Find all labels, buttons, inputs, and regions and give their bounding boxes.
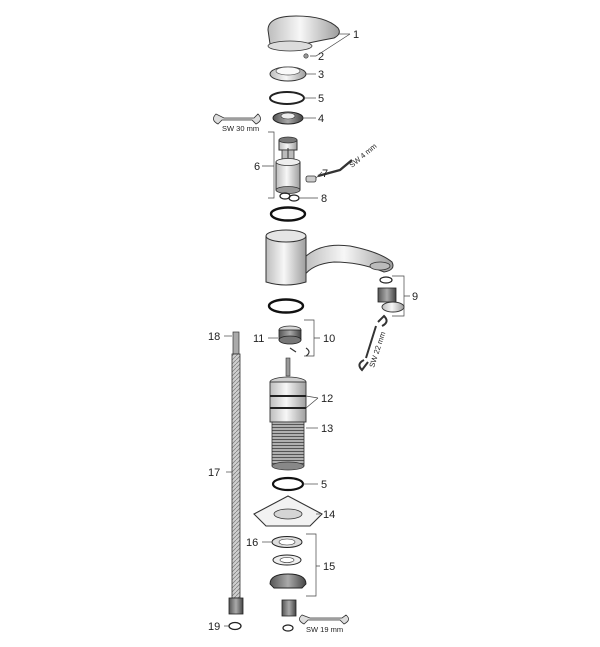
callout-13: 13 — [321, 423, 333, 435]
cartridge-nut — [272, 111, 304, 125]
callout-6: 6 — [254, 161, 260, 173]
callout-1: 1 — [353, 29, 359, 41]
callout-7: 7 — [322, 168, 328, 180]
callout-9: 9 — [412, 291, 418, 303]
non-return-valve — [278, 325, 310, 357]
lever-handle — [267, 15, 340, 52]
cartridge-pin — [305, 175, 317, 183]
wrench-sw30-icon — [213, 113, 261, 125]
tool-label-sw4: SW 4 mm — [348, 141, 379, 169]
callout-10: 10 — [323, 333, 335, 345]
callout-5-lower: 5 — [321, 479, 327, 491]
callout-19: 19 — [208, 621, 220, 633]
tool-label-sw30: SW 30 mm — [222, 124, 259, 133]
callout-15: 15 — [323, 561, 335, 573]
snap-ring — [269, 206, 307, 222]
faucet-body — [265, 229, 394, 286]
threaded-shank — [269, 357, 307, 471]
fixing-nut — [281, 599, 297, 632]
base-plate — [253, 495, 323, 527]
supply-hose — [228, 331, 244, 615]
cartridge — [275, 136, 301, 194]
tool-label-sw22: SW 22 mm — [367, 331, 387, 369]
allen-key-sw4-icon — [317, 159, 353, 178]
callout-18: 18 — [208, 331, 220, 343]
cover-cap — [269, 66, 307, 82]
callout-4: 4 — [318, 113, 324, 125]
callout-11: 11 — [253, 333, 264, 345]
mounting-washers — [271, 536, 303, 566]
cartridge-seals — [279, 192, 300, 202]
callout-3: 3 — [318, 69, 324, 81]
callout-14: 14 — [323, 509, 335, 521]
aerator — [377, 276, 405, 313]
o-ring-body — [267, 298, 305, 314]
wrench-sw19-icon — [299, 614, 349, 625]
callout-12: 12 — [321, 393, 333, 405]
callout-2: 2 — [318, 51, 324, 63]
wrench-sw22-icon — [358, 314, 388, 372]
leader-lines — [224, 33, 410, 627]
hose-washer — [228, 621, 242, 631]
callout-5-top: 5 — [318, 93, 324, 105]
tool-label-sw19: SW 19 mm — [306, 625, 343, 634]
o-ring-lower — [271, 476, 305, 492]
horseshoe-clamp — [269, 573, 307, 589]
callout-16: 16 — [246, 537, 258, 549]
o-ring-top — [269, 91, 305, 105]
callout-17: 17 — [208, 467, 220, 479]
set-screw — [303, 53, 309, 59]
callout-8: 8 — [321, 193, 327, 205]
